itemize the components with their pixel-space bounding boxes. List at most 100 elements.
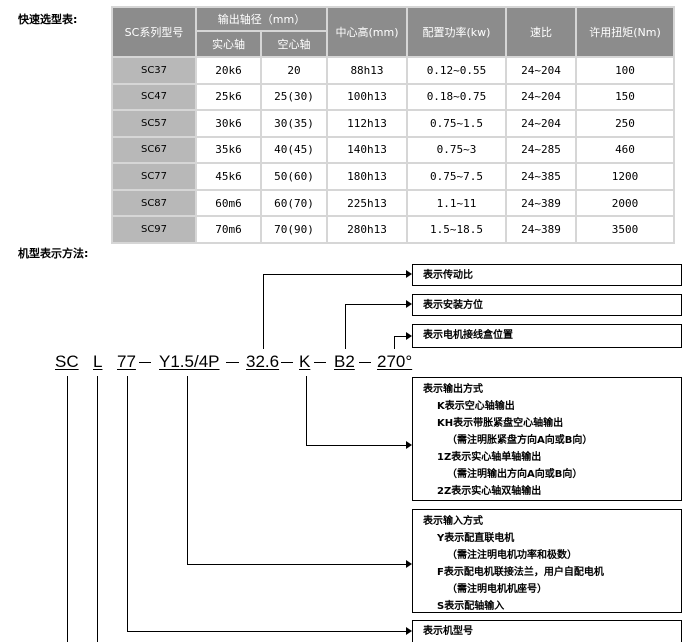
cell-hollow: 70(90)	[262, 217, 326, 242]
cell-ratio: 24~389	[507, 190, 575, 216]
output-type-2z: 2Z表示实心轴双轴输出	[437, 486, 542, 497]
header-torque: 许用扭矩(Nm)	[577, 8, 673, 56]
connector-line	[97, 376, 98, 642]
output-type-kh: KH表示带胀紧盘空心轴输出	[437, 418, 564, 429]
cell-model: SC37	[113, 58, 195, 83]
cell-torque: 2000	[577, 190, 673, 216]
code-motor: Y1.5/4P	[159, 352, 220, 371]
code-dash	[226, 362, 239, 363]
code-dash	[359, 362, 371, 363]
cell-torque: 3500	[577, 217, 673, 242]
cell-ratio: 24~204	[507, 58, 575, 83]
cell-power: 0.18~0.75	[408, 84, 505, 110]
arrow-icon	[406, 441, 412, 449]
input-type-s: S表示配轴输入	[437, 601, 505, 612]
output-type-1z: 1Z表示实心轴单轴输出	[437, 452, 542, 463]
connector-line	[306, 445, 406, 446]
cell-solid: 20k6	[197, 58, 260, 83]
cell-model: SC77	[113, 164, 195, 189]
cell-model: SC67	[113, 137, 195, 163]
cell-hollow: 50(60)	[262, 164, 326, 189]
cell-ratio: 24~204	[507, 111, 575, 136]
label-terminal-box: 表示电机接线盒位置	[423, 330, 513, 341]
cell-power: 0.75~3	[408, 137, 505, 163]
input-type-f-note: （需注明电机机座号）	[447, 584, 547, 595]
model-notation-heading: 机型表示方法:	[18, 247, 89, 260]
code-dash	[314, 362, 326, 363]
header-hollow-shaft: 空心轴	[262, 32, 326, 56]
connector-line	[127, 376, 128, 631]
label-mounting: 表示安装方位	[423, 300, 483, 311]
cell-model: SC97	[113, 217, 195, 242]
cell-solid: 70m6	[197, 217, 260, 242]
label-ratio: 表示传动比	[423, 270, 473, 281]
code-sc: SC	[55, 352, 79, 371]
cell-model: SC87	[113, 190, 195, 216]
code-output: K	[299, 352, 311, 371]
cell-model: SC47	[113, 84, 195, 110]
code-position: B2	[334, 352, 355, 371]
connector-line	[345, 304, 406, 305]
cell-center: 112h13	[328, 111, 406, 136]
label-model: 表示机型号	[423, 626, 473, 637]
output-type-k: K表示空心轴输出	[437, 401, 515, 412]
cell-ratio: 24~285	[507, 137, 575, 163]
connector-line	[127, 631, 406, 632]
cell-center: 140h13	[328, 137, 406, 163]
cell-power: 0.75~7.5	[408, 164, 505, 189]
output-type-title: 表示输出方式	[423, 384, 483, 395]
cell-center: 100h13	[328, 84, 406, 110]
header-solid-shaft: 实心轴	[197, 32, 260, 56]
header-power: 配置功率(kw)	[408, 8, 505, 56]
code-size: 77	[117, 352, 136, 371]
cell-torque: 460	[577, 137, 673, 163]
label-box-mounting: 表示安装方位	[412, 294, 682, 316]
input-type-f: F表示配电机联接法兰，用户自配电机	[437, 567, 604, 578]
connector-line	[187, 376, 188, 564]
cell-solid: 25k6	[197, 84, 260, 110]
arrow-icon	[406, 627, 412, 635]
cell-solid: 45k6	[197, 164, 260, 189]
cell-solid: 60m6	[197, 190, 260, 216]
cell-ratio: 24~385	[507, 164, 575, 189]
cell-torque: 250	[577, 111, 673, 136]
cell-power: 0.12~0.55	[408, 58, 505, 83]
code-dash	[139, 362, 151, 363]
connector-line	[394, 336, 406, 337]
cell-solid: 30k6	[197, 111, 260, 136]
quick-select-heading: 快速选型表:	[18, 13, 78, 26]
header-model: SC系列型号	[113, 8, 195, 56]
connector-line	[67, 376, 68, 642]
cell-hollow: 25(30)	[262, 84, 326, 110]
input-type-y-note: （需注注明电机功率和极数）	[447, 550, 577, 561]
cell-torque: 1200	[577, 164, 673, 189]
cell-hollow: 40(45)	[262, 137, 326, 163]
code-terminal-box: 270°	[377, 352, 413, 371]
header-shaft: 输出轴径（mm）	[197, 8, 326, 30]
label-box-terminal-box: 表示电机接线盒位置	[412, 324, 682, 348]
cell-torque: 100	[577, 58, 673, 83]
cell-ratio: 24~389	[507, 217, 575, 242]
cell-power: 1.1~11	[408, 190, 505, 216]
cell-center: 225h13	[328, 190, 406, 216]
cell-hollow: 60(70)	[262, 190, 326, 216]
header-center-height: 中心高(mm)	[328, 8, 406, 56]
cell-power: 0.75~1.5	[408, 111, 505, 136]
arrow-icon	[406, 560, 412, 568]
cell-center: 88h13	[328, 58, 406, 83]
cell-hollow: 30(35)	[262, 111, 326, 136]
connector-line	[345, 304, 346, 349]
connector-line	[187, 564, 406, 565]
connector-line	[394, 336, 395, 349]
cell-model: SC57	[113, 111, 195, 136]
label-box-ratio: 表示传动比	[412, 264, 682, 286]
cell-center: 280h13	[328, 217, 406, 242]
code-dash	[281, 362, 293, 363]
header-ratio: 速比	[507, 8, 575, 56]
connector-line	[263, 274, 264, 349]
